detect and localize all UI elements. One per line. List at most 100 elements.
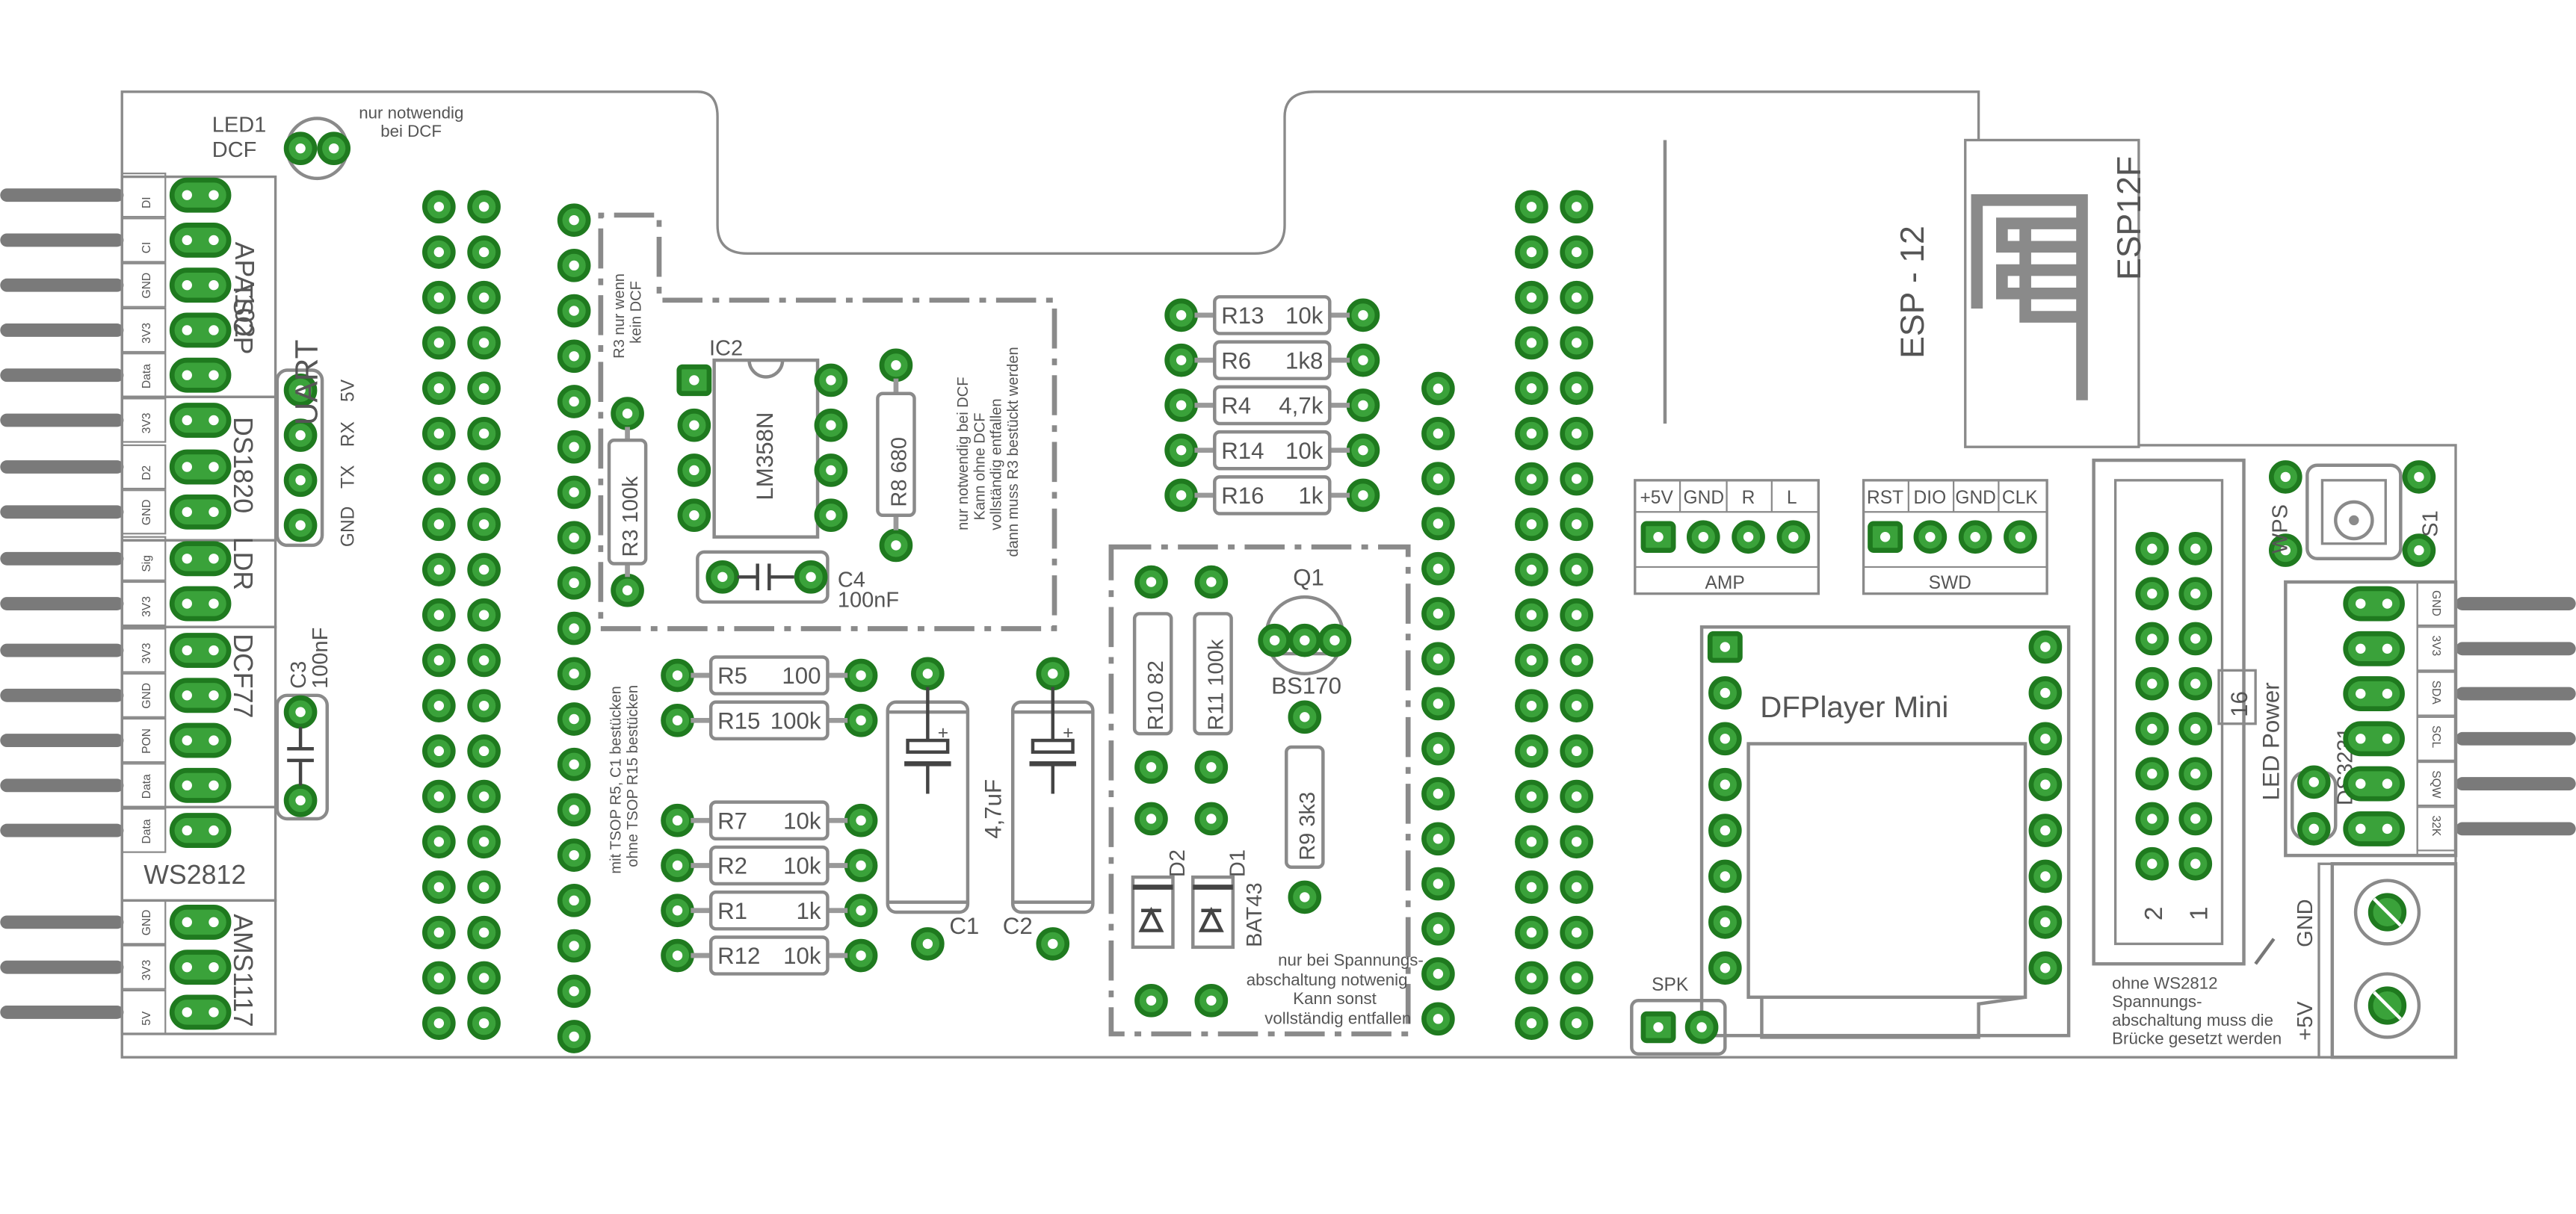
header-pin-label: PON bbox=[140, 728, 153, 754]
pad bbox=[424, 465, 453, 493]
ds3231-pin-label: GND bbox=[2430, 590, 2442, 616]
pad bbox=[2031, 725, 2060, 753]
resistor-value: 10k bbox=[783, 808, 821, 834]
header-pin-label: DI bbox=[140, 196, 153, 208]
pad bbox=[2138, 580, 2166, 608]
ds3231-pin: SDA bbox=[2343, 671, 2457, 716]
pad bbox=[560, 524, 588, 552]
resistor-value: 1k bbox=[796, 898, 821, 924]
header-name: LDR bbox=[228, 537, 258, 590]
resistor-name: R6 bbox=[1221, 347, 1251, 374]
pad bbox=[424, 964, 453, 992]
pad bbox=[1563, 737, 1591, 765]
pad bbox=[664, 852, 692, 880]
pad bbox=[470, 601, 498, 629]
pad bbox=[560, 206, 588, 235]
pad bbox=[1349, 481, 1377, 510]
resistor-name: R1 bbox=[717, 898, 747, 924]
header-pin bbox=[0, 778, 124, 793]
resistor-value: 10k bbox=[1285, 438, 1323, 464]
pad bbox=[2031, 862, 2060, 891]
r8-label: R8 680 bbox=[887, 437, 911, 507]
r3-label: R3 100k bbox=[619, 476, 643, 557]
pad bbox=[424, 283, 453, 312]
pad bbox=[424, 692, 453, 720]
c3-capacitor: C3 100nF bbox=[275, 628, 333, 821]
uart-header: UART 5V RX TX GND bbox=[275, 340, 359, 547]
pad bbox=[1167, 346, 1196, 374]
pad bbox=[2031, 633, 2060, 661]
pad bbox=[560, 705, 588, 734]
pad bbox=[560, 342, 588, 371]
pad bbox=[2181, 669, 2210, 698]
pad bbox=[1711, 770, 1739, 799]
left-header-pins bbox=[0, 188, 124, 1019]
led1-name: LED1 bbox=[212, 113, 267, 137]
pad bbox=[470, 918, 498, 947]
header-pin bbox=[0, 960, 124, 974]
pad bbox=[1563, 601, 1591, 629]
led-power-pin1: 1 bbox=[2185, 907, 2213, 921]
wps-name: WPS bbox=[2269, 504, 2293, 554]
header-pin-label: Data bbox=[140, 774, 153, 799]
pad bbox=[560, 251, 588, 279]
header-pin-label: 3V3 bbox=[140, 413, 153, 434]
dcf-note-line1: nur notwendig bei DCF bbox=[955, 377, 972, 530]
ws-note-line4: Brücke gesetzt werden bbox=[2112, 1029, 2282, 1047]
ws-note-line1: ohne WS2812 bbox=[2112, 974, 2217, 993]
pad bbox=[1711, 817, 1739, 845]
spk-connector: SPK bbox=[1630, 975, 1727, 1056]
header-pin bbox=[0, 1005, 124, 1019]
header-pin bbox=[2456, 777, 2576, 791]
header-pin bbox=[0, 823, 124, 837]
pad bbox=[1424, 554, 1452, 583]
led1-note2: bei DCF bbox=[380, 122, 442, 140]
pad bbox=[1517, 782, 1545, 811]
header-pin bbox=[0, 413, 124, 427]
ic2-name: IC2 bbox=[709, 336, 743, 360]
pad bbox=[1711, 862, 1739, 891]
power-terminal: GND +5V bbox=[2294, 862, 2458, 1059]
pad bbox=[424, 238, 453, 267]
header-name: AMS1117 bbox=[228, 914, 258, 1027]
pad bbox=[2138, 714, 2166, 743]
resistor-name: R2 bbox=[717, 853, 747, 879]
header-pin bbox=[0, 460, 124, 474]
pad bbox=[2138, 760, 2166, 788]
ds3231-pin-label: SCL bbox=[2430, 725, 2442, 749]
pad bbox=[1349, 301, 1377, 329]
power-note-line4: vollständig entfallen bbox=[1264, 1009, 1411, 1028]
header-pin bbox=[0, 734, 124, 747]
resistor-name: R16 bbox=[1221, 483, 1264, 509]
pad bbox=[1563, 873, 1591, 902]
header-pin-label: 3V3 bbox=[140, 596, 153, 617]
header-pin-label: Data bbox=[140, 364, 153, 388]
pad bbox=[1424, 734, 1452, 763]
pad bbox=[1517, 193, 1545, 221]
pad bbox=[470, 329, 498, 357]
pad bbox=[1517, 329, 1545, 357]
header-pin-label: Sig bbox=[140, 555, 153, 572]
diode-part: BAT43 bbox=[1243, 882, 1267, 947]
pad bbox=[1563, 238, 1591, 267]
header-name: DS1820 bbox=[228, 417, 258, 513]
ds3231-pin-label: SQW bbox=[2430, 770, 2442, 799]
ws-note-line3: abschaltung muss die bbox=[2112, 1011, 2273, 1029]
pad bbox=[1563, 692, 1591, 720]
pad bbox=[560, 841, 588, 870]
header-pin bbox=[0, 233, 124, 247]
pad bbox=[847, 706, 875, 734]
pad bbox=[2031, 954, 2060, 982]
pad bbox=[470, 964, 498, 992]
pad bbox=[1424, 645, 1452, 673]
pad bbox=[424, 329, 453, 357]
ws2812-bridge-note: ohne WS2812 Spannungs- abschaltung muss … bbox=[2112, 768, 2338, 1047]
pad bbox=[470, 283, 498, 312]
led1-note1: nur notwendig bbox=[359, 103, 463, 122]
